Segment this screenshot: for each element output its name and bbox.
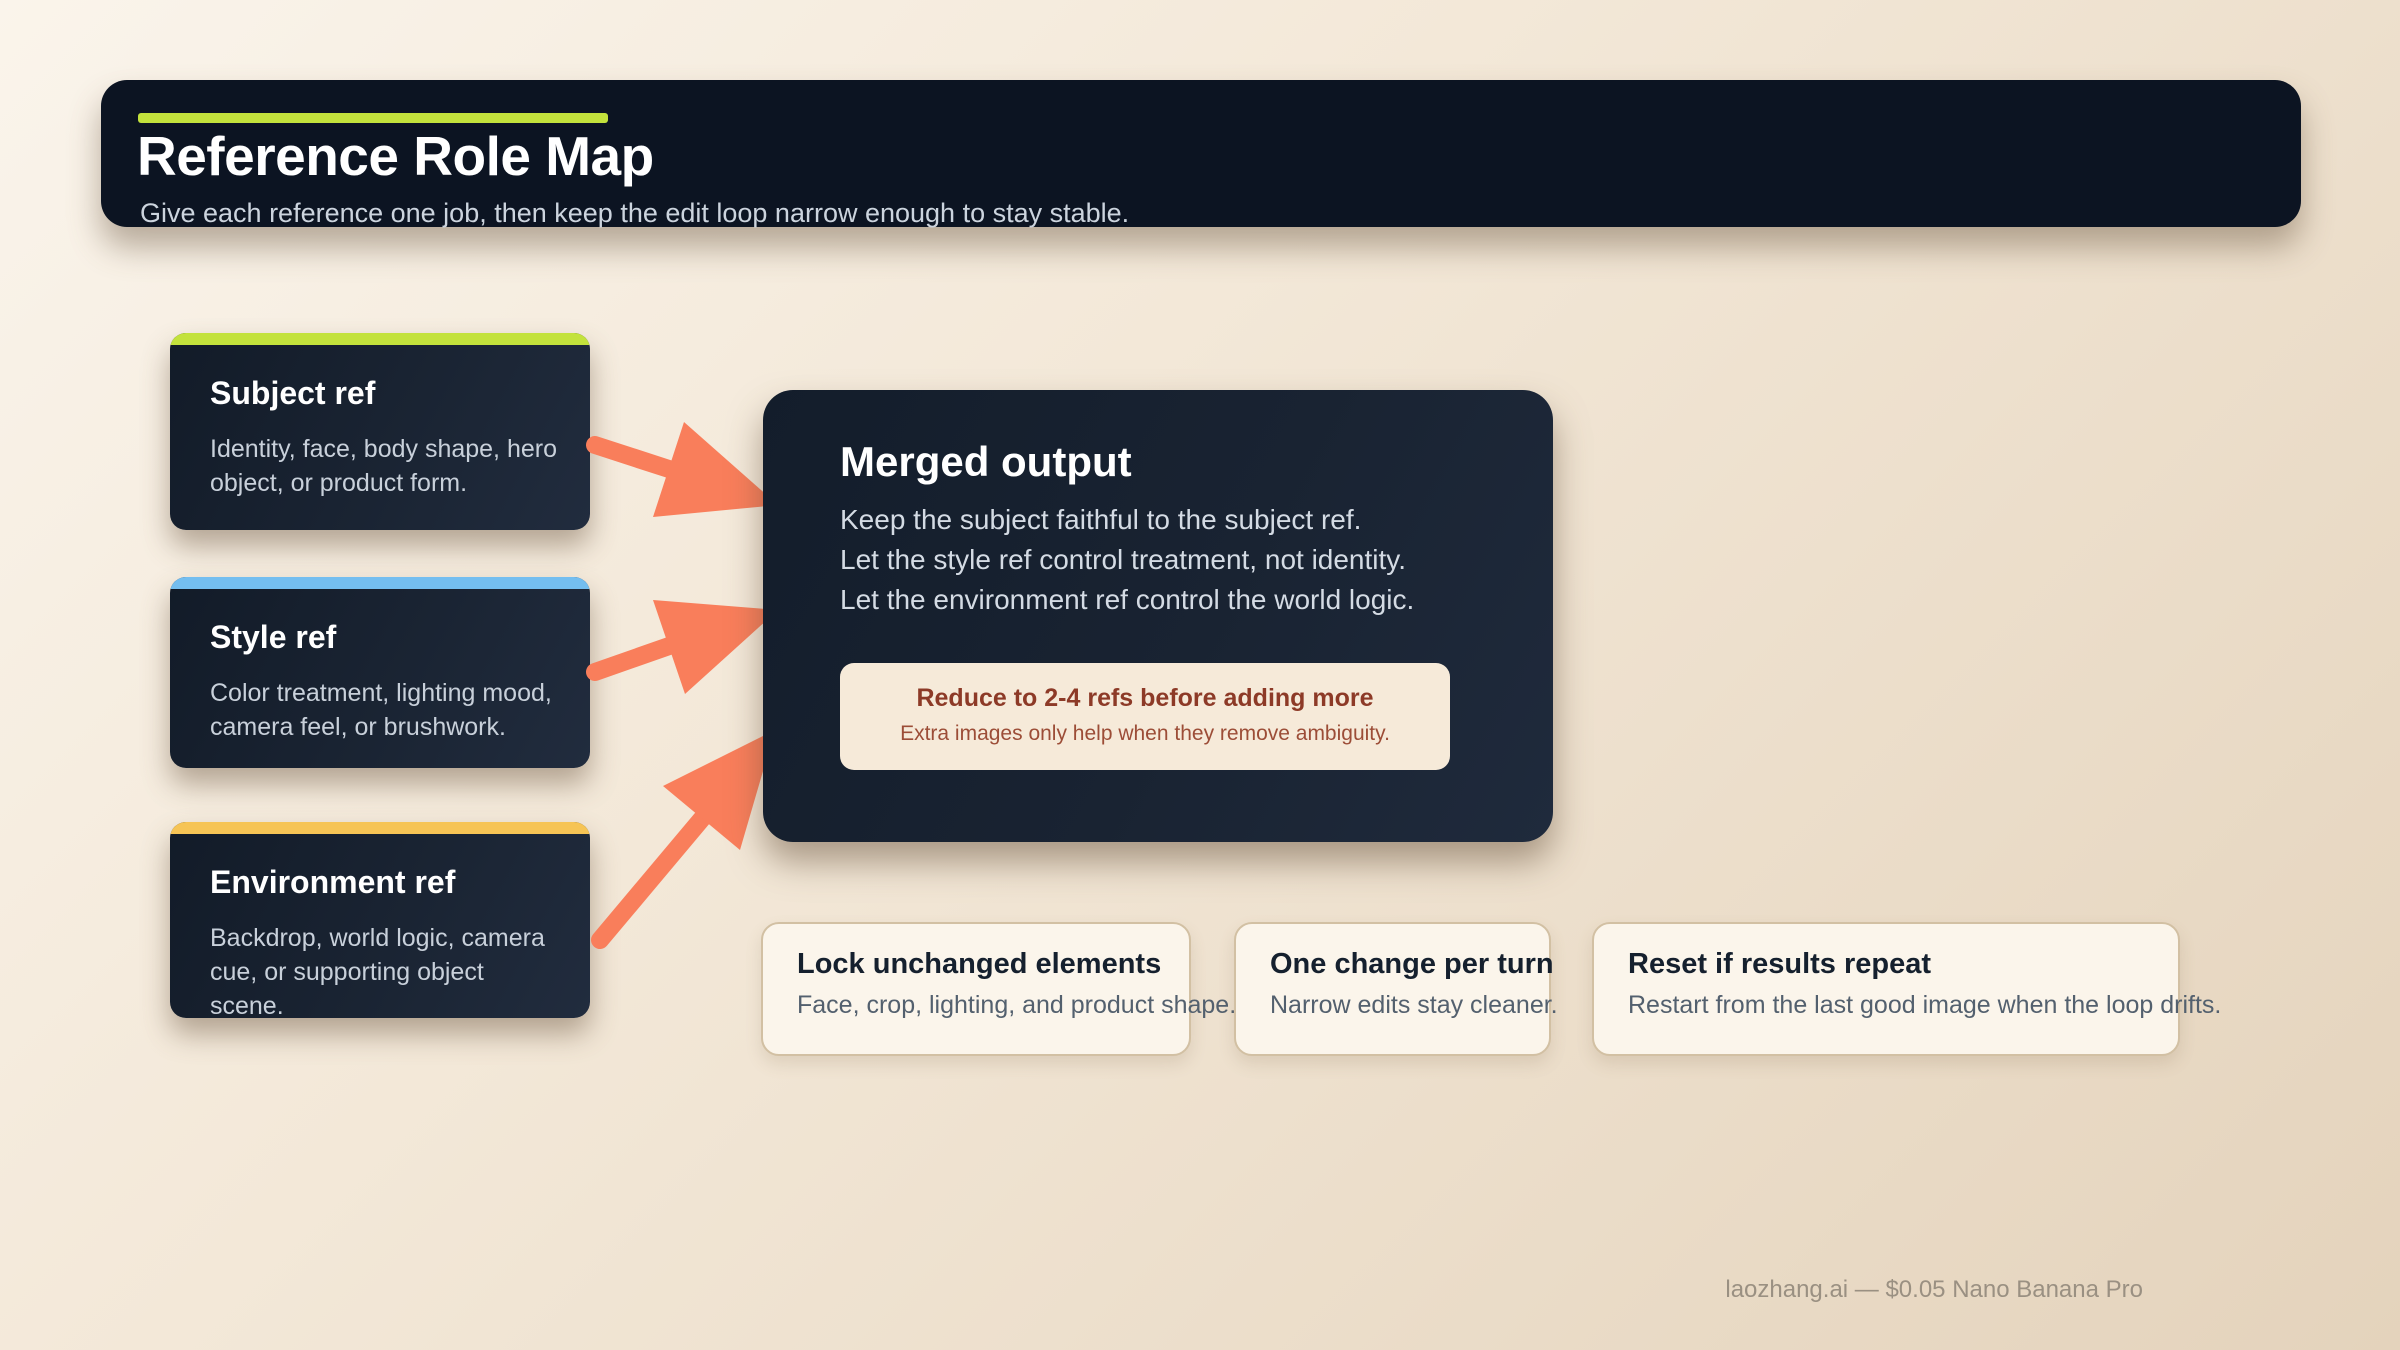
callout-body: Extra images only help when they remove … — [900, 722, 1390, 745]
subject-ref-body: Identity, face, body shape, hero object,… — [210, 435, 557, 497]
ref-card-environment: Environment ref Backdrop, world logic, c… — [170, 822, 590, 1018]
footer-credit: laozhang.ai — $0.05 Nano Banana Pro — [1725, 1276, 2143, 1303]
callout-title: Reduce to 2-4 refs before adding more — [916, 684, 1374, 712]
tip-body: Narrow edits stay cleaner. — [1270, 991, 1558, 1019]
tip-card-lock-elements: Lock unchanged elements Face, crop, ligh… — [761, 922, 1237, 1056]
arrow-shaft — [591, 806, 714, 949]
merged-rule-subject: Keep the subject faithful to the subject… — [840, 504, 1362, 535]
merged-output-title: Merged output — [840, 438, 1132, 485]
arrow-head — [653, 422, 778, 517]
tip-body: Face, crop, lighting, and product shape. — [797, 991, 1237, 1019]
style-ref-body: Color treatment, lighting mood, camera f… — [210, 679, 552, 741]
merged-output-card: Merged output Keep the subject faithful … — [763, 390, 1553, 842]
header-banner: Reference Role Map Give each reference o… — [101, 80, 2301, 228]
merged-rule-environment: Let the environment ref control the worl… — [840, 584, 1415, 615]
ref-card-style: Style ref Color treatment, lighting mood… — [170, 577, 590, 768]
ref-card-subject: Subject ref Identity, face, body shape, … — [170, 333, 590, 530]
environment-accent-bar — [170, 822, 590, 834]
arrow-environment-to-merged — [591, 730, 775, 949]
header-accent-bar — [138, 113, 608, 123]
reduce-refs-callout: Reduce to 2-4 refs before adding more Ex… — [840, 663, 1450, 770]
style-ref-title: Style ref — [210, 619, 337, 655]
subject-ref-title: Subject ref — [210, 375, 376, 411]
page-title: Reference Role Map — [137, 125, 654, 187]
environment-ref-body: Backdrop, world logic, camera cue, or su… — [210, 924, 545, 1018]
arrow-head — [663, 730, 775, 850]
arrow-shaft — [586, 436, 681, 479]
arrow-style-to-merged — [586, 600, 778, 694]
tip-title: Reset if results repeat — [1628, 948, 1932, 980]
subject-accent-bar — [170, 333, 590, 345]
page-subtitle: Give each reference one job, then keep t… — [140, 198, 1130, 228]
merged-rule-style: Let the style ref control treatment, not… — [840, 544, 1406, 575]
environment-ref-title: Environment ref — [210, 864, 456, 900]
merged-output-rules: Keep the subject faithful to the subject… — [840, 500, 1414, 620]
tip-title: One change per turn — [1270, 948, 1554, 980]
style-accent-bar — [170, 577, 590, 589]
arrow-head — [653, 600, 778, 694]
tip-card-reset: Reset if results repeat Restart from the… — [1592, 922, 2222, 1056]
arrow-shaft — [586, 636, 681, 681]
tip-title: Lock unchanged elements — [797, 948, 1162, 980]
tip-body: Restart from the last good image when th… — [1628, 991, 2222, 1019]
arrow-subject-to-merged — [586, 422, 778, 517]
tip-card-one-change: One change per turn Narrow edits stay cl… — [1234, 922, 1558, 1056]
